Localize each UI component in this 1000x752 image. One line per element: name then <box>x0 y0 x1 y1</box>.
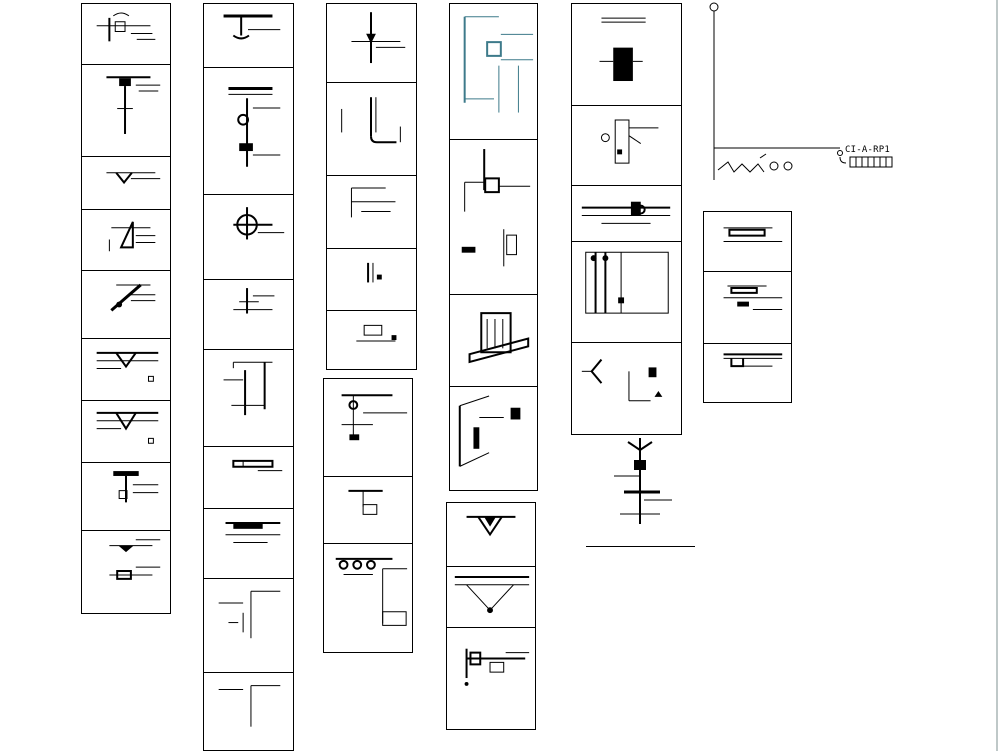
bracket-detail <box>82 210 170 270</box>
enclosure-elevation-detail <box>572 242 681 342</box>
diagonal-support-detail <box>82 271 170 338</box>
detail-cell <box>82 65 170 157</box>
drop-pipe-detail <box>324 477 412 543</box>
detail-cell <box>82 210 170 271</box>
triangular-hanger-detail <box>447 567 535 614</box>
detail-cell <box>327 176 416 249</box>
slab-insert-detail <box>204 509 293 578</box>
detail-cell <box>204 280 293 350</box>
detail-cell <box>324 544 412 654</box>
detail-cell <box>572 343 681 436</box>
detail-cell <box>450 387 537 492</box>
wall-bracket-detail-a <box>82 339 170 400</box>
stacked-support-detail <box>82 531 170 615</box>
detail-cell <box>704 344 791 402</box>
tee-connection-detail <box>327 4 416 82</box>
funnel-drain-detail <box>572 343 663 436</box>
detail-cell <box>327 311 416 371</box>
detail-cell <box>447 503 535 567</box>
valve-assembly-detail <box>464 628 535 686</box>
tag-label: CI-A-RP1 <box>845 145 890 155</box>
detail-column-2 <box>203 3 294 751</box>
layered-support-detail <box>704 272 791 343</box>
detail-column-3-lower <box>323 378 413 653</box>
detail-cell <box>204 579 293 673</box>
bracket-plan-detail <box>327 176 416 248</box>
detail-cell <box>204 447 293 509</box>
detail-column-6 <box>703 211 792 403</box>
panel-elevation-detail <box>572 4 681 82</box>
elbow-bend-detail <box>327 83 416 175</box>
detail-cell <box>204 673 293 752</box>
tee-bracket-detail <box>704 344 791 402</box>
anchor-plate-detail <box>113 471 170 530</box>
detail-cell <box>82 463 170 531</box>
detail-cell <box>82 531 170 615</box>
pipe-riser-detail <box>204 68 293 194</box>
detail-cell <box>704 272 791 344</box>
valve-section-detail <box>204 195 293 279</box>
cabinet-isometric-detail <box>450 295 537 386</box>
detail-cell <box>204 68 293 195</box>
detail-cell <box>82 157 170 210</box>
detail-cell <box>572 106 681 186</box>
tag-leader-diagram <box>700 0 850 190</box>
detail-cell <box>82 401 170 463</box>
box-connection-detail <box>327 311 397 371</box>
detail-cell <box>327 83 416 176</box>
blue-section-detail <box>450 4 537 139</box>
hanger-rod-detail <box>82 65 170 156</box>
slab-hanger-detail <box>204 4 293 67</box>
wall-penetration-detail-b <box>204 673 293 752</box>
wall-unit-detail <box>450 387 521 492</box>
detail-cell <box>204 195 293 280</box>
detail-cell <box>572 186 681 242</box>
detail-cell <box>572 4 681 106</box>
detail-column-3-upper <box>326 3 417 370</box>
beam-clamp-detail <box>204 447 293 508</box>
baseline-rule <box>586 546 695 547</box>
detail-cell <box>204 4 293 68</box>
detail-cell <box>324 477 412 544</box>
detail-cell <box>450 295 537 387</box>
detail-cell <box>204 509 293 579</box>
wall-penetration-detail-a <box>204 579 293 672</box>
detail-column-1 <box>81 3 171 614</box>
pipe-clamp-detail <box>82 4 170 64</box>
detail-cell <box>447 628 535 731</box>
multi-pipe-support-detail <box>324 379 412 441</box>
detail-cell <box>327 249 416 311</box>
detail-cell <box>327 4 416 83</box>
saddle-support-detail <box>447 503 535 566</box>
small-riser-detail <box>327 249 382 310</box>
detail-cell <box>82 4 170 65</box>
detail-cell <box>572 242 681 343</box>
pipe-rack-detail <box>572 201 681 241</box>
detail-column-5 <box>571 3 682 435</box>
detail-cell <box>450 140 537 295</box>
vertical-pipe-detail <box>204 280 293 349</box>
tag-symbol <box>836 147 896 171</box>
riser-valve-detail <box>461 140 537 294</box>
detail-cell <box>324 379 412 477</box>
gauge-tank-detail <box>572 106 681 185</box>
trench-section-detail <box>82 157 170 209</box>
detail-column-4-upper <box>449 3 538 491</box>
detail-cell <box>82 271 170 339</box>
detail-cell <box>447 567 535 628</box>
pump-skid-detail <box>324 544 412 654</box>
detail-column-4-lower <box>446 502 536 730</box>
detail-cell <box>450 4 537 140</box>
channel-support-detail <box>204 350 293 446</box>
detail-cell <box>204 350 293 447</box>
detail-cell <box>82 339 170 401</box>
channel-plan-detail <box>704 212 791 271</box>
viewport-edge <box>996 0 998 751</box>
wall-bracket-detail-b <box>82 401 170 462</box>
detail-cell <box>704 212 791 272</box>
valve-tree-detail <box>600 436 680 526</box>
